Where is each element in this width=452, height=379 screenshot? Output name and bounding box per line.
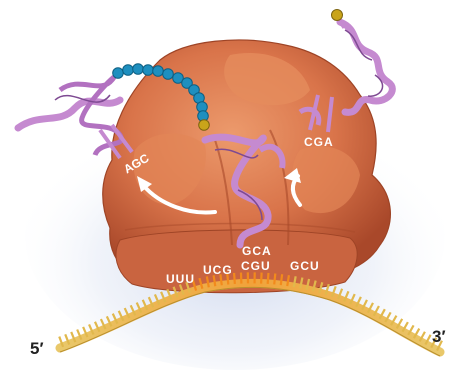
mrna-base xyxy=(274,273,275,284)
amino-acid-bead xyxy=(153,66,164,77)
trna-exiting-arm xyxy=(18,100,120,128)
amino-acid-bead xyxy=(199,120,210,131)
anticodon-incoming: CGA xyxy=(304,135,334,149)
amino-acid-bead xyxy=(113,68,124,79)
amino-acid-bead xyxy=(143,65,154,76)
three-prime-label: 3′ xyxy=(432,327,446,346)
mrna-codon-2: UCG xyxy=(203,263,233,277)
mrna-codon-4: GCU xyxy=(290,259,320,273)
mrna-base xyxy=(234,273,235,284)
amino-acid-bead xyxy=(163,69,174,80)
mrna-codon-3: CGU xyxy=(241,259,271,273)
incoming-amino-acid xyxy=(332,10,343,21)
mrna-base xyxy=(268,273,269,284)
amino-acid-bead xyxy=(133,64,144,75)
mrna-codon-1: UUU xyxy=(166,272,195,286)
mrna-base xyxy=(281,274,282,285)
amino-acid-bead xyxy=(123,65,134,76)
trna-exiting xyxy=(18,77,132,158)
anticodon-peptidyl: GCA xyxy=(242,244,272,258)
five-prime-label: 5′ xyxy=(30,339,44,358)
